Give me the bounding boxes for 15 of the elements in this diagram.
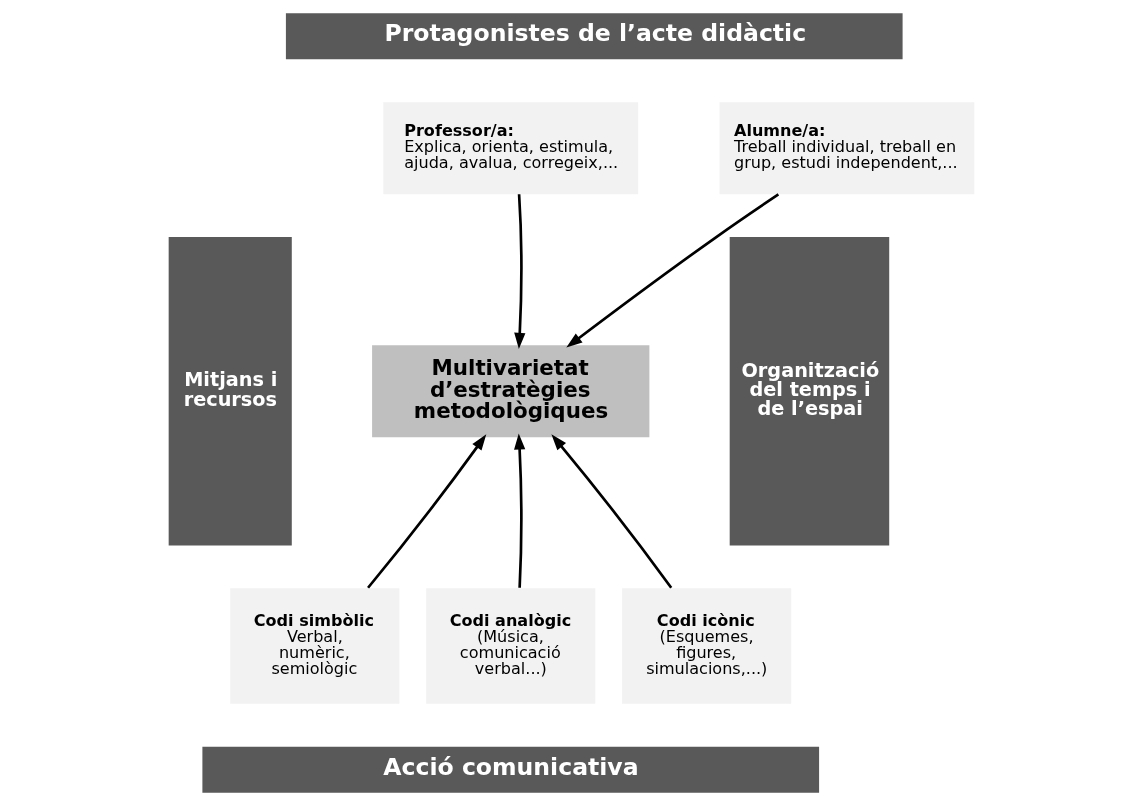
arrow [565,192,779,348]
node-box: Acció comunicativa [201,746,819,793]
node-box: Protagonistes de l’acte didàctic [285,12,903,59]
arrow [513,432,525,588]
node-box: Organització del temps i de l’espai [729,236,889,545]
node-box: Codi simbòlic Verbal, numèric, semiològic [229,587,399,704]
arrow [366,433,486,589]
arrow [513,193,525,349]
node-box: Alumne/a: Treball individual, treball en grup, estudi independent,... [719,101,974,194]
node-box: Professor/a: Explica, orienta, estimula, ajuda, avalua, corregeix,... [382,101,638,194]
node-box: Codi icònic (Esquemes, figures, simulacions,...) [621,587,791,704]
node-box: Codi analògic (Música, comunicació verbal...) [425,587,595,704]
node-box: Multivarietat d’estratègies metodològiques [371,344,649,437]
arrow [550,433,672,589]
node-box: Mitjans i recursos [168,236,292,545]
